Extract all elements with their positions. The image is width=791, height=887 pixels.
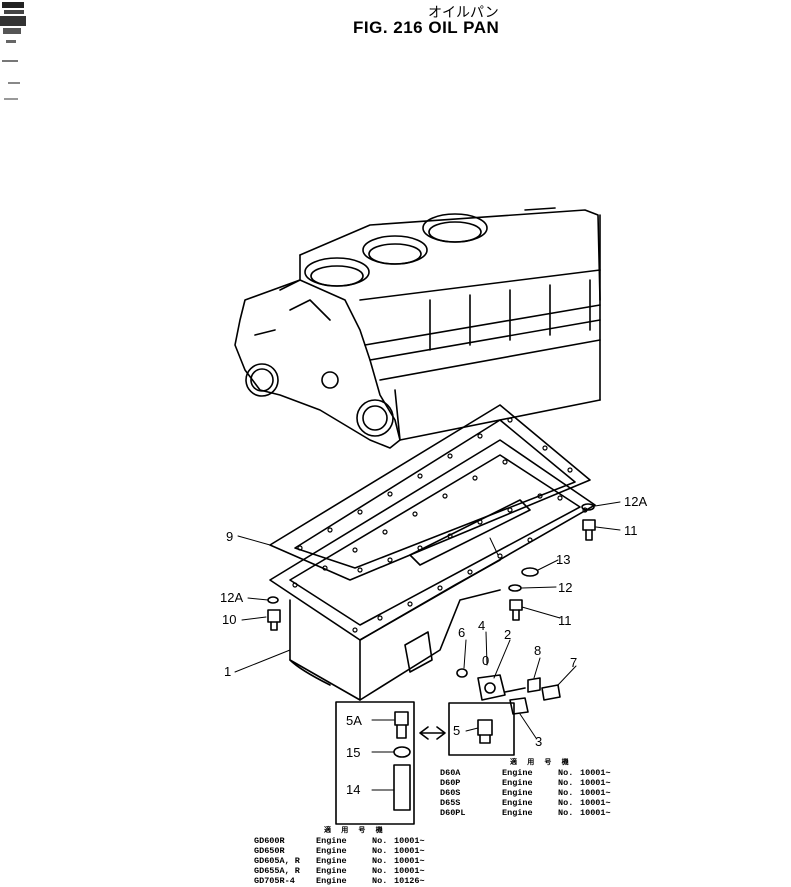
callout-9: 9: [226, 529, 233, 544]
callout-4: 4: [478, 618, 485, 633]
table-header: 適 用 号 機: [324, 827, 386, 835]
callout-7: 7: [570, 655, 577, 670]
scan-artifact: [0, 2, 26, 100]
oil-pan: [269, 439, 596, 701]
inset-box-right: [448, 702, 515, 756]
callout-12a-right: 12A: [624, 494, 647, 509]
oil-pan-gasket: [269, 404, 591, 581]
callout-14: 14: [346, 782, 360, 797]
title-japanese: オイルパン: [428, 5, 499, 21]
callout-2: 2: [504, 627, 511, 642]
parts: [267, 503, 596, 715]
callout-13: 13: [556, 552, 570, 567]
page-title: FIG. 216 OIL PAN: [353, 18, 500, 37]
inset-right-parts: [477, 719, 493, 744]
callout-11-right: 11: [624, 523, 638, 538]
callout-8: 8: [534, 643, 541, 658]
callout-1: 1: [224, 664, 231, 679]
table-header: 適 用 号 機: [510, 759, 572, 767]
leader-lines: [234, 501, 621, 791]
callout-0: 0: [482, 653, 489, 668]
inset-box-left: [335, 701, 415, 825]
callout-12a-left: 12A: [220, 590, 243, 605]
callout-5: 5: [453, 723, 460, 738]
callout-11-middle: 11: [558, 613, 572, 628]
engine-block: [234, 207, 601, 449]
bolt-holes: [292, 417, 588, 633]
inset-left-parts: [393, 711, 411, 811]
callout-6: 6: [458, 625, 465, 640]
interchange-arrow: [419, 726, 446, 740]
callout-10: 10: [222, 612, 236, 627]
callout-5a: 5A: [346, 713, 362, 728]
callout-12: 12: [558, 580, 572, 595]
callout-3: 3: [535, 734, 542, 749]
callout-15: 15: [346, 745, 360, 760]
